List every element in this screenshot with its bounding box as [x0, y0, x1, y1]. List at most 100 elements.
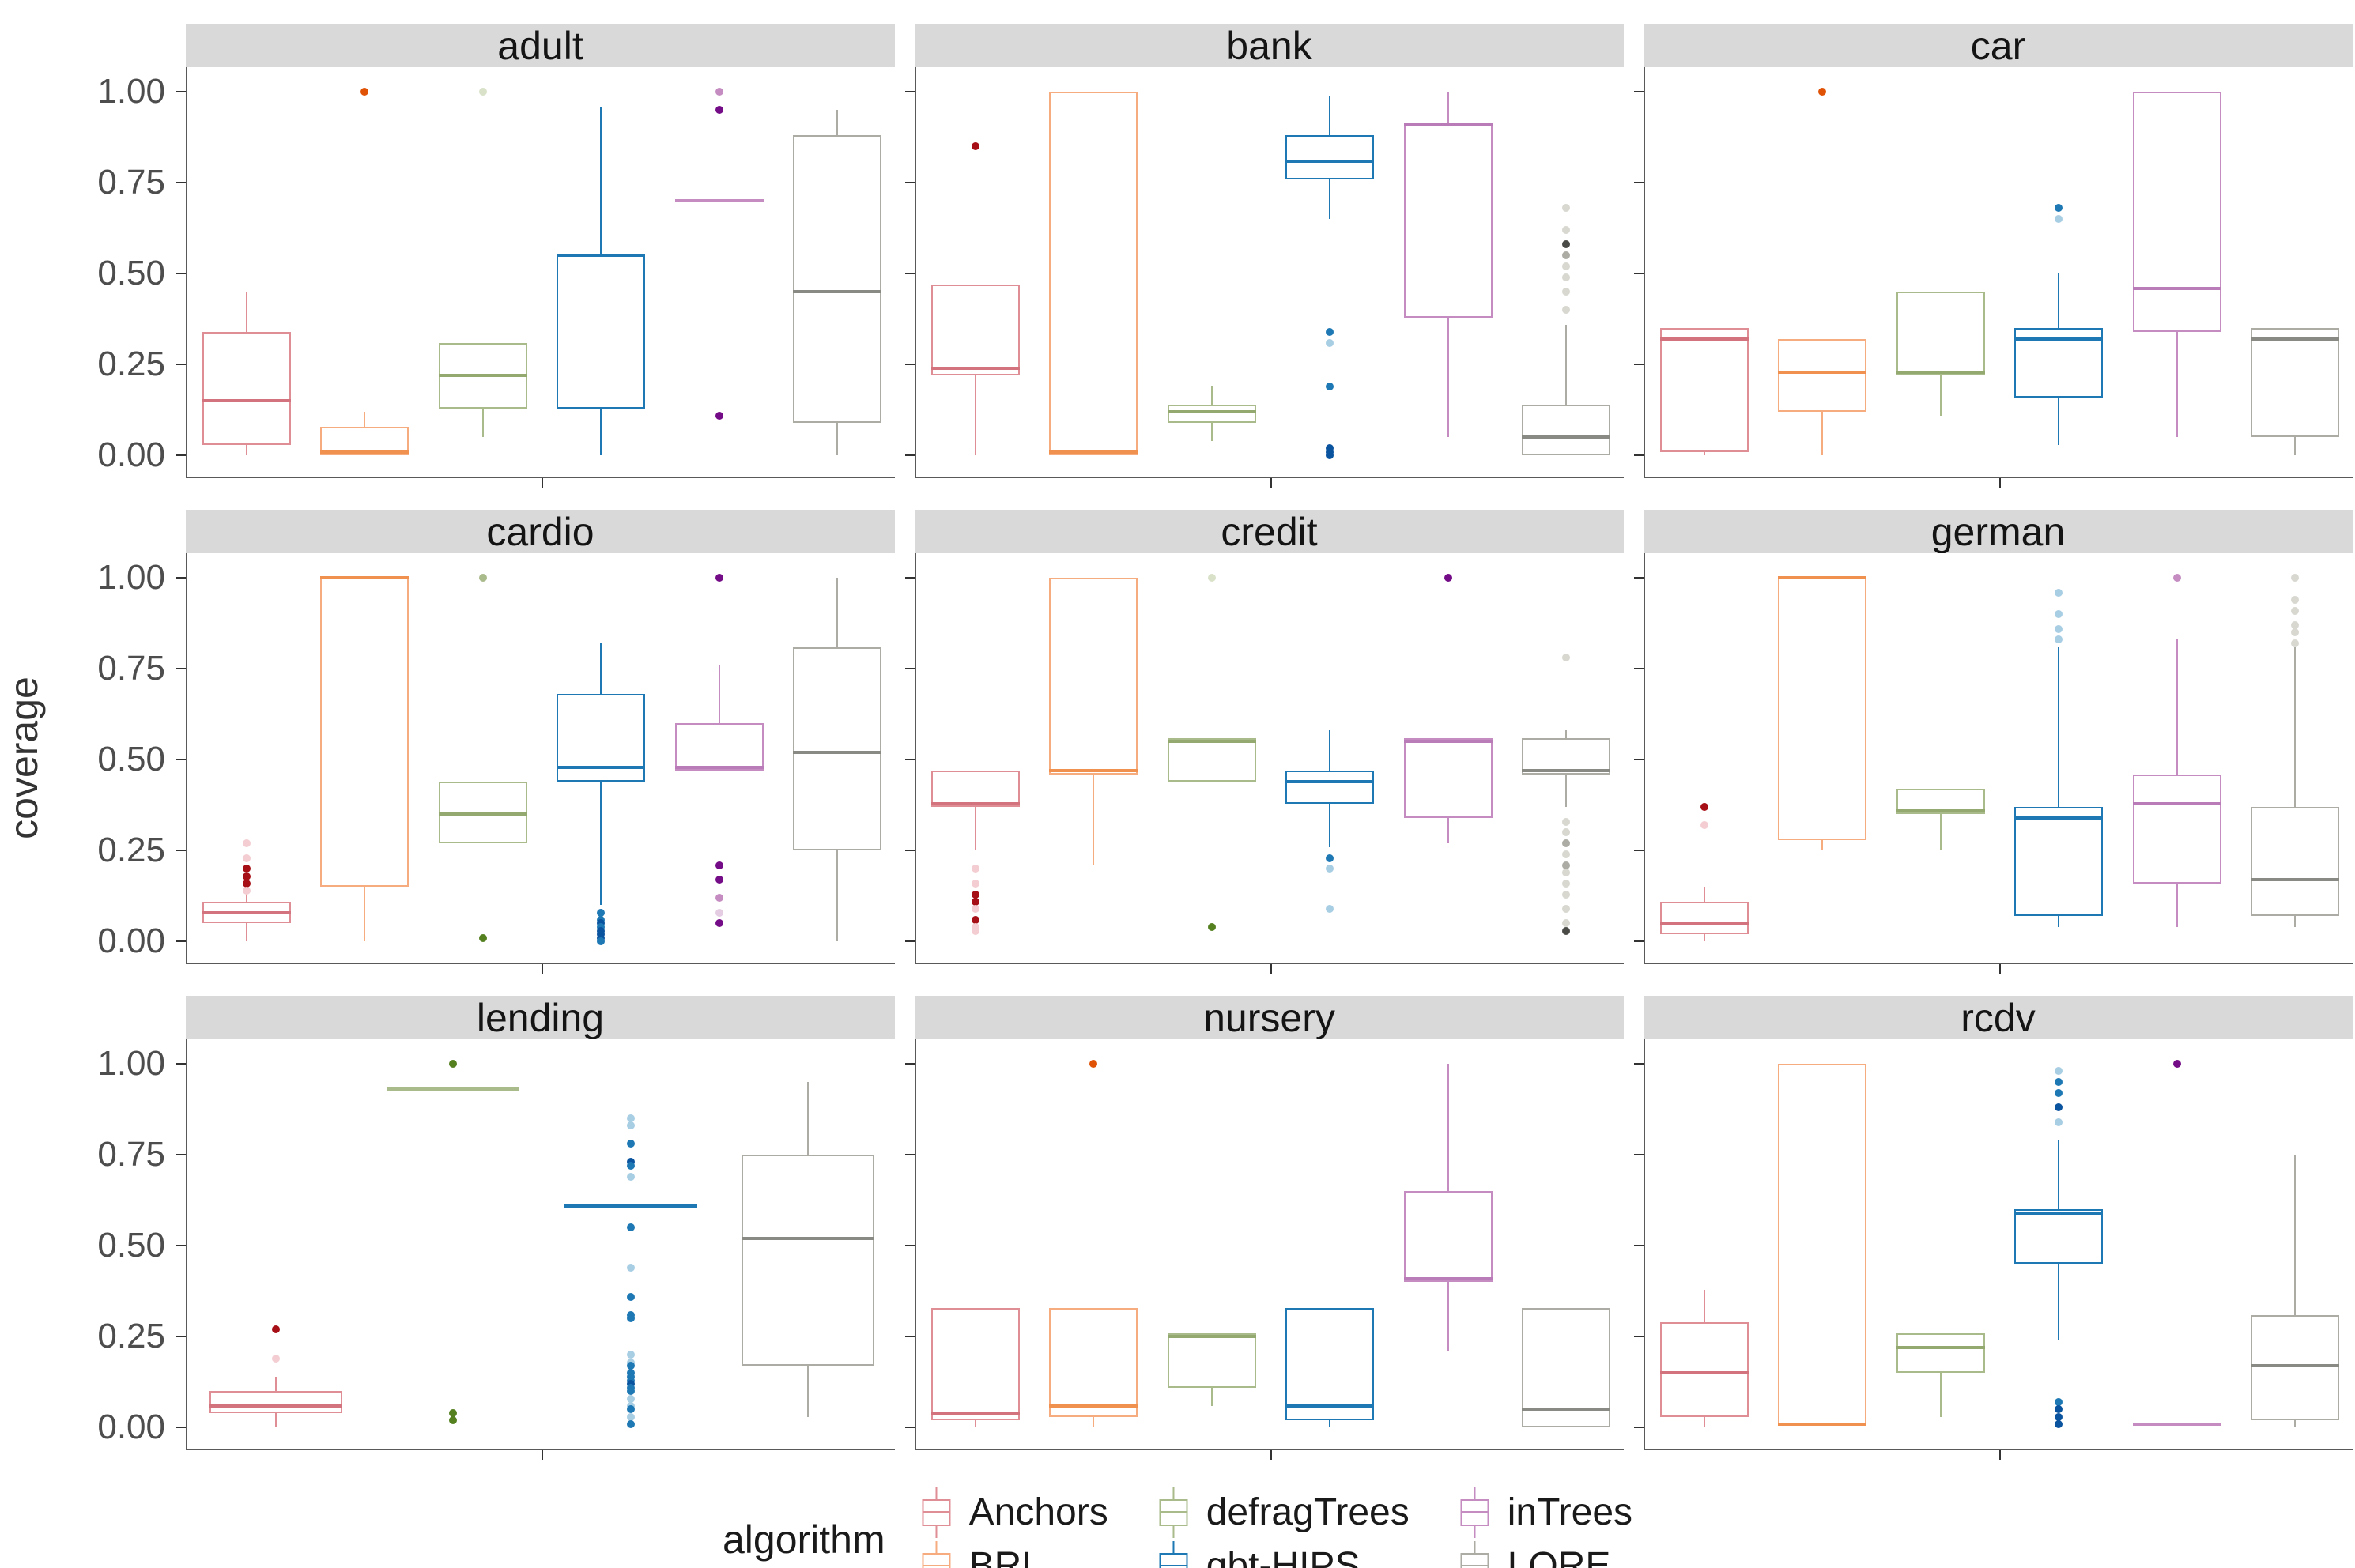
- outlier-dot: [242, 886, 251, 895]
- box: [438, 781, 527, 844]
- box: [1659, 328, 1749, 452]
- key-box: [922, 1553, 951, 1568]
- y-tick-label: 0.75: [97, 163, 165, 202]
- median-line: [564, 1204, 697, 1208]
- y-tick: [176, 454, 186, 457]
- lower-whisker: [481, 408, 484, 438]
- outlier-dot: [626, 1223, 635, 1232]
- upper-whisker: [1329, 95, 1331, 136]
- box: [1167, 737, 1256, 782]
- lower-whisker: [974, 1420, 976, 1428]
- outlier-dot: [449, 1408, 458, 1417]
- y-tick: [176, 1336, 186, 1338]
- outlier-dot: [360, 88, 369, 96]
- median-line: [2014, 337, 2104, 341]
- box: [674, 723, 764, 771]
- median-line: [1049, 769, 1138, 773]
- y-tick: [905, 454, 915, 457]
- median-line: [1522, 1408, 1611, 1412]
- facet-title: german: [1644, 510, 2353, 554]
- median-line: [930, 366, 1020, 370]
- outlier-dot: [1444, 574, 1452, 582]
- median-line: [793, 751, 882, 755]
- y-tick: [176, 364, 186, 366]
- outlier-dot: [715, 861, 723, 869]
- outlier-dot: [1700, 821, 1708, 830]
- y-tick: [176, 850, 186, 852]
- box: [1403, 1191, 1493, 1283]
- box: [930, 771, 1020, 808]
- y-tick-label: 0.25: [97, 1317, 165, 1356]
- legend-entry-Anchors: Anchors: [922, 1487, 1108, 1538]
- outlier-dot: [971, 926, 979, 935]
- lower-whisker: [600, 781, 602, 906]
- median-line: [930, 801, 1020, 805]
- median-line: [1778, 370, 1867, 374]
- outlier-dot: [1326, 854, 1334, 862]
- outlier-dot: [971, 865, 979, 873]
- box: [1896, 292, 1985, 376]
- panel-nursery: [905, 1039, 1624, 1460]
- y-tick-label: 1.00: [97, 558, 165, 597]
- outlier-dot: [971, 915, 979, 924]
- upper-whisker: [718, 665, 720, 724]
- outlier-dot: [1562, 828, 1571, 837]
- outlier-dot: [272, 1325, 281, 1334]
- lower-whisker: [1821, 839, 1824, 851]
- upper-whisker: [1565, 730, 1568, 738]
- box: [2132, 774, 2221, 884]
- outlier-dot: [2055, 1067, 2063, 1076]
- outlier-dot: [626, 1114, 635, 1123]
- outlier-dot: [715, 106, 723, 115]
- outlier-dot: [626, 1314, 635, 1323]
- gbt-HIPS-legend-key-icon: [1159, 1541, 1189, 1568]
- outlier-dot: [1562, 251, 1571, 260]
- lower-whisker: [1703, 1416, 1705, 1428]
- legend-label: Anchors: [968, 1491, 1108, 1533]
- y-tick: [905, 1063, 915, 1065]
- outlier-dot: [242, 839, 251, 848]
- median-line: [1896, 370, 1985, 374]
- outlier-dot: [1562, 879, 1571, 888]
- median-line: [1522, 435, 1611, 439]
- box: [930, 1307, 1020, 1421]
- outlier-dot: [626, 1172, 635, 1181]
- outlier-dot: [715, 894, 723, 903]
- outlier-dot: [971, 879, 979, 888]
- lower-whisker: [1093, 774, 1095, 865]
- median-line: [793, 290, 882, 294]
- key-median: [1159, 1511, 1188, 1513]
- y-tick-label: 0.00: [97, 435, 165, 475]
- outlier-dot: [626, 1405, 635, 1414]
- outlier-dot: [1562, 890, 1571, 899]
- upper-whisker: [600, 106, 602, 256]
- y-tick: [176, 1063, 186, 1065]
- box: [1778, 578, 1867, 840]
- outlier-dot: [715, 876, 723, 884]
- box: [1522, 737, 1611, 775]
- outlier-dot: [2055, 1103, 2063, 1112]
- upper-whisker: [2058, 646, 2060, 808]
- facet-rcdv: rcdv: [1634, 996, 2353, 1460]
- lower-whisker: [1210, 1387, 1213, 1406]
- outlier-dot: [715, 574, 723, 582]
- y-tick: [905, 273, 915, 275]
- y-tick: [1634, 91, 1644, 93]
- facet-title: adult: [186, 24, 895, 68]
- outlier-dot: [1562, 204, 1571, 213]
- outlier-dot: [242, 872, 251, 880]
- outlier-dot: [2055, 635, 2063, 644]
- outlier-dot: [626, 1121, 635, 1130]
- lower-whisker: [1565, 774, 1568, 808]
- facet-bank: bank: [905, 24, 1624, 488]
- upper-whisker: [364, 412, 366, 427]
- lower-whisker: [1821, 412, 1824, 456]
- panel-car: [1634, 67, 2353, 488]
- outlier-dot: [1562, 904, 1571, 913]
- box: [1659, 901, 1749, 935]
- legend-entry-LORE: LORE: [1460, 1541, 1632, 1568]
- box: [2251, 328, 2340, 438]
- upper-whisker: [2294, 646, 2297, 808]
- facet-german: german: [1634, 510, 2353, 974]
